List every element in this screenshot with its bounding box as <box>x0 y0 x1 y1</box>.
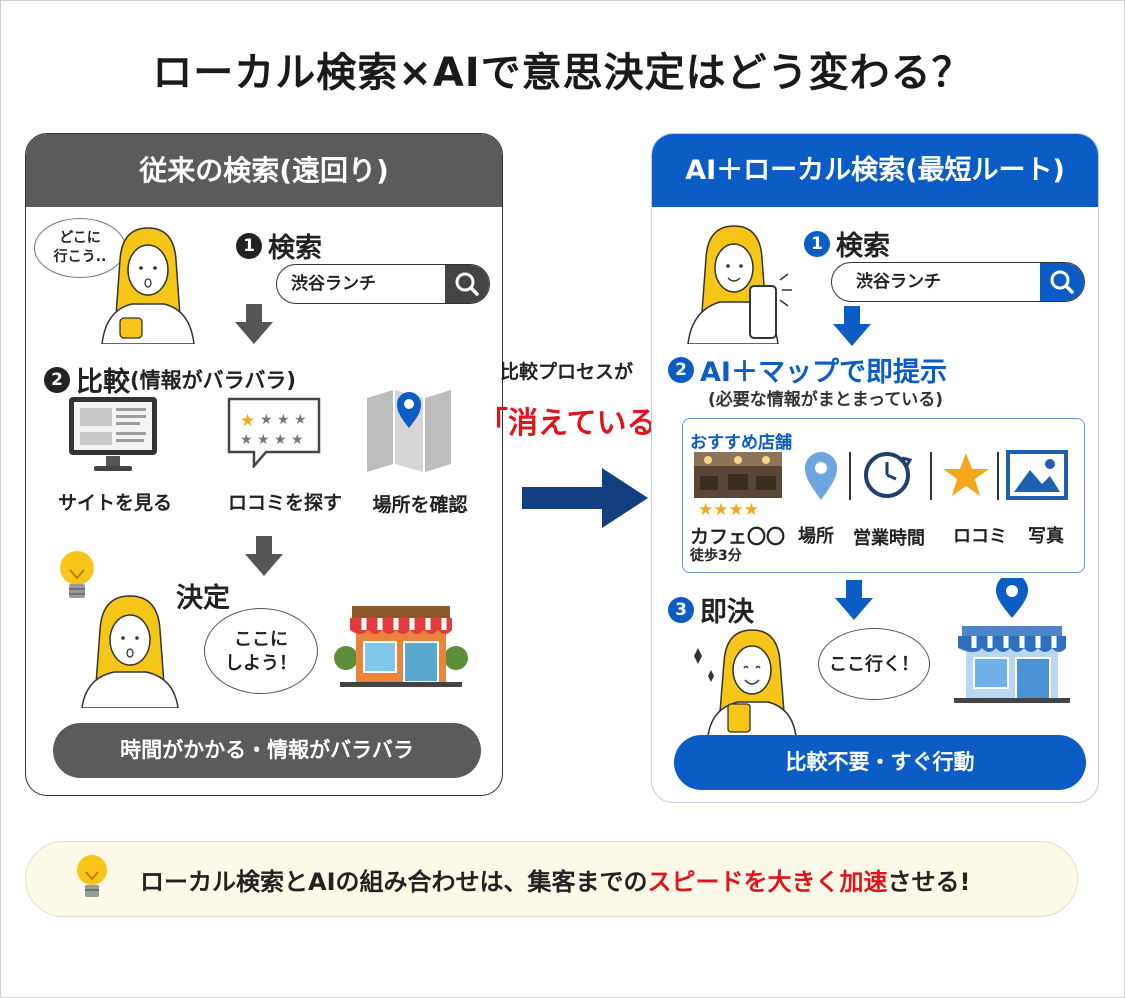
right-step2-number: 2 <box>668 357 694 383</box>
photo-icon <box>1006 450 1068 500</box>
right-search-box[interactable]: 渋谷ランチ <box>831 262 1085 302</box>
left-step2-number: 2 <box>44 367 70 393</box>
left-step1-label: 検索 <box>268 233 322 264</box>
card-item-photos: 写真 <box>1016 522 1076 548</box>
card-divider-3 <box>997 452 999 500</box>
card-item-reviews: ロコミ <box>938 522 1022 548</box>
page-title: ローカル検索×AIで意思決定はどう変わる？ <box>0 40 1125 98</box>
left-arrow-down-2 <box>243 536 285 578</box>
card-divider-1 <box>849 452 851 500</box>
cafe-photo <box>694 452 782 498</box>
right-arrow-down-2 <box>833 580 875 622</box>
map-pin-icon <box>365 388 453 472</box>
speech-line-1: ここに <box>205 628 317 652</box>
clock-icon <box>862 450 914 500</box>
woman-phone-illustration <box>684 220 796 344</box>
card-divider-2 <box>930 452 932 500</box>
compare-item-review: ロコミを探す <box>210 488 360 515</box>
card-item-location: 場所 <box>786 522 846 548</box>
left-search-button[interactable] <box>445 265 489 303</box>
right-step3-label: 即決 <box>700 597 754 628</box>
middle-caption: 比較プロセスが <box>500 357 633 384</box>
summary-text-after: させる! <box>888 868 971 896</box>
speech-line-2: しよう！ <box>205 652 317 676</box>
monitor-icon <box>68 396 158 474</box>
svg-text:★ ★ ★: ★ ★ ★ <box>260 412 307 428</box>
card-walk-time: 徒歩3分 <box>690 545 742 565</box>
right-bottom-bar: 比較不要・すぐ行動 <box>674 735 1086 790</box>
right-step2-sub: (必要な情報がまとまっている) <box>708 385 943 410</box>
woman-deciding-illustration <box>70 590 190 708</box>
storefront-illustration-left <box>334 600 468 688</box>
review-bubble-icon: ★ ★ ★ ★ ★ ★ ★ ★ <box>226 396 322 468</box>
lightbulb-icon <box>72 852 112 906</box>
left-search-box[interactable]: 渋谷ランチ <box>276 264 490 304</box>
search-icon <box>445 265 489 303</box>
left-search-text: 渋谷ランチ <box>291 265 376 303</box>
woman-happy-illustration <box>682 626 804 736</box>
right-step3-number: 3 <box>668 597 694 623</box>
compare-item-site: サイトを見る <box>40 488 190 515</box>
woman-searching-illustration <box>82 220 212 344</box>
left-arrow-down-1 <box>233 304 275 346</box>
storefront-illustration-right <box>950 578 1074 704</box>
right-search-button[interactable] <box>1040 263 1084 301</box>
ai-panel-header: AI＋ローカル検索(最短ルート) <box>652 134 1098 207</box>
compare-item-location: 場所を確認 <box>345 490 495 517</box>
star-icon <box>940 450 992 500</box>
left-bottom-bar: 時間がかかる・情報がバラバラ <box>53 723 481 778</box>
speech-bubble-right: ここ行く！ <box>818 628 930 700</box>
svg-text:★: ★ <box>240 411 255 431</box>
left-step1-number: 1 <box>236 233 262 259</box>
search-icon <box>1040 263 1084 301</box>
summary-note-text: ローカル検索とAIの組み合わせは、集客までのスピードを大きく加速させる! <box>140 862 970 897</box>
location-pin-icon <box>801 450 841 502</box>
summary-text-before: ローカル検索とAIの組み合わせは、集客までの <box>140 868 648 896</box>
card-stars: ★★★★ <box>698 500 759 520</box>
summary-text-highlight: スピードを大きく加速 <box>648 868 888 896</box>
right-step2-label: AI＋マップで即提示 <box>700 357 947 388</box>
card-item-hours: 営業時間 <box>842 524 936 550</box>
transition-arrow-right <box>522 466 650 530</box>
traditional-panel-header: 従来の検索(遠回り) <box>26 134 502 207</box>
speech-bubble-left: ここに しよう！ <box>204 608 318 694</box>
right-step1-number: 1 <box>804 231 830 257</box>
right-step1-label: 検索 <box>836 231 890 262</box>
svg-text:★ ★ ★ ★: ★ ★ ★ ★ <box>240 432 304 448</box>
left-step2-label: 比較 <box>76 367 130 398</box>
card-title: おすすめ店舗 <box>690 428 792 453</box>
left-step2-sub: (情報がバラバラ) <box>130 369 296 393</box>
right-arrow-down-1 <box>831 306 873 348</box>
right-search-text: 渋谷ランチ <box>856 263 941 301</box>
